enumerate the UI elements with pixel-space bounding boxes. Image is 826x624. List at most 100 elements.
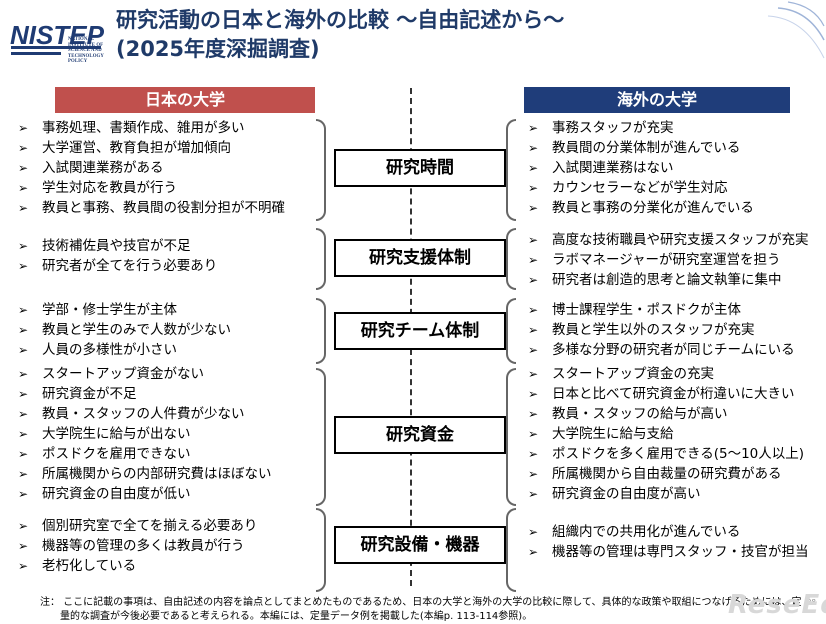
left-brace [316,119,326,221]
arrow-bullet-icon: ➢ [528,545,539,559]
category-box-research-equipment: 研究設備・機器 [334,526,506,564]
list-item: ➢教員間の分業体制が進んでいる [528,140,741,156]
category-box-research-support: 研究支援体制 [334,239,506,277]
arrow-bullet-icon: ➢ [528,253,539,267]
title-line-1: 研究活動の日本と海外の比較 ～自由記述から～ [116,8,565,32]
page-number: 28 [807,598,816,606]
arrow-bullet-icon: ➢ [528,121,539,135]
nistep-logo: NISTEP NATIONAL INSTITUTE OF SCIENCE AND… [8,8,108,66]
list-item: ➢博士課程学生・ポスドクが主体 [528,302,741,318]
category-box-research-team: 研究チーム体制 [334,312,506,350]
list-item: ➢個別研究室で全てを揃える必要あり [18,518,258,534]
arrow-bullet-icon: ➢ [18,367,29,381]
list-item: ➢機器等の管理は専門スタッフ・技官が担当 [528,544,809,560]
list-item: ➢教員と事務の分業化が進んでいる [528,200,754,216]
overseas-list-research-equipment: ➢組織内での共用化が進んでいる ➢機器等の管理は専門スタッフ・技官が担当 [526,522,809,562]
arrow-bullet-icon: ➢ [18,201,29,215]
list-item: ➢教員・スタッフの給与が高い [528,406,728,422]
left-brace [316,508,326,592]
arrow-bullet-icon: ➢ [528,201,539,215]
list-item: ➢人員の多様性が小さい [18,342,177,358]
arrow-bullet-icon: ➢ [528,467,539,481]
arrow-bullet-icon: ➢ [18,239,29,253]
list-item: ➢学部・修士学生が主体 [18,302,177,318]
list-item: ➢入試関連業務はない [528,160,674,176]
overseas-list-research-support: ➢高度な技術職員や研究支援スタッフが充実 ➢ラボマネージャーが研究室運営を担う … [526,230,809,290]
arrow-bullet-icon: ➢ [528,181,539,195]
overseas-list-research-time: ➢事務スタッフが充実 ➢教員間の分業体制が進んでいる ➢入試関連業務はない ➢カ… [526,118,754,218]
list-item: ➢学生対応を教員が行う [18,180,177,196]
left-brace [316,298,326,364]
arrow-bullet-icon: ➢ [528,323,539,337]
arrow-bullet-icon: ➢ [18,427,29,441]
list-item: ➢研究資金の自由度が低い [18,486,191,502]
arrow-bullet-icon: ➢ [18,387,29,401]
right-brace [506,298,516,364]
list-item: ➢技術補佐員や技官が不足 [18,238,191,254]
overseas-list-research-funding: ➢スタートアップ資金の充実 ➢日本と比べて研究資金が桁違いに大きい ➢教員・スタ… [526,364,804,504]
japan-list-research-equipment: ➢個別研究室で全てを揃える必要あり ➢機器等の管理の多くは教員が行う ➢老朽化し… [16,516,257,576]
arrow-bullet-icon: ➢ [18,121,29,135]
watermark-logo: ReseEd [728,590,826,620]
arrow-bullet-icon: ➢ [528,273,539,287]
list-item: ➢研究者が全てを行う必要あり [18,258,218,274]
arrow-bullet-icon: ➢ [528,487,539,501]
arrow-bullet-icon: ➢ [18,181,29,195]
list-item: ➢大学院生に給与が出ない [18,426,191,442]
list-item: ➢大学運営、教育負担が増加傾向 [18,140,231,156]
arrow-bullet-icon: ➢ [528,525,539,539]
arrow-bullet-icon: ➢ [18,259,29,273]
list-item: ➢事務スタッフが充実 [528,120,674,136]
japan-list-research-funding: ➢スタートアップ資金がない ➢研究資金が不足 ➢教員・スタッフの人件費が少ない … [16,364,272,504]
list-item: ➢カウンセラーなどが学生対応 [528,180,728,196]
footnote: 注： ここに記載の事項は、自由記述の内容を論点としてまとめたものであるため、日本… [40,597,802,622]
japan-list-research-time: ➢事務処理、書類作成、雑用が多い ➢大学運営、教育負担が増加傾向 ➢入試関連業務… [16,118,285,218]
list-item: ➢組織内での共用化が進んでいる [528,524,741,540]
arrow-bullet-icon: ➢ [528,367,539,381]
overseas-column-header: 海外の大学 [524,87,790,113]
list-item: ➢教員・スタッフの人件費が少ない [18,406,245,422]
arrow-bullet-icon: ➢ [528,447,539,461]
list-item: ➢機器等の管理の多くは教員が行う [18,538,245,554]
arrow-bullet-icon: ➢ [18,539,29,553]
right-brace [506,119,516,221]
arrow-bullet-icon: ➢ [18,487,29,501]
list-item: ➢ラボマネージャーが研究室運営を担う [528,252,781,268]
arrow-bullet-icon: ➢ [528,427,539,441]
japan-list-research-team: ➢学部・修士学生が主体 ➢教員と学生のみで人数が少ない ➢人員の多様性が小さい [16,300,231,360]
arrow-bullet-icon: ➢ [528,141,539,155]
list-item: ➢スタートアップ資金がない [18,366,204,382]
category-box-research-funding: 研究資金 [334,416,506,454]
japan-column-header: 日本の大学 [55,87,315,113]
list-item: ➢スタートアップ資金の充実 [528,366,714,382]
arrow-bullet-icon: ➢ [18,141,29,155]
arrow-bullet-icon: ➢ [18,343,29,357]
arrow-bullet-icon: ➢ [528,161,539,175]
list-item: ➢老朽化している [18,558,137,574]
arrow-bullet-icon: ➢ [18,303,29,317]
arrow-bullet-icon: ➢ [18,559,29,573]
arrow-bullet-icon: ➢ [18,323,29,337]
right-brace [506,368,516,506]
list-item: ➢多様な分野の研究者が同じチームにいる [528,342,795,358]
decorative-lines [767,1,825,59]
right-brace [506,508,516,592]
arrow-bullet-icon: ➢ [528,387,539,401]
left-brace [316,228,326,290]
logo-mark: NISTEP [10,20,105,50]
list-item: ➢教員と学生のみで人数が少ない [18,322,231,338]
list-item: ➢大学院生に給与支給 [528,426,674,442]
overseas-list-research-team: ➢博士課程学生・ポスドクが主体 ➢教員と学生以外のスタッフが充実 ➢多様な分野の… [526,300,795,360]
list-item: ➢高度な技術職員や研究支援スタッフが充実 [528,232,809,248]
arrow-bullet-icon: ➢ [528,343,539,357]
list-item: ➢教員と事務、教員間の役割分担が不明確 [18,200,285,216]
arrow-bullet-icon: ➢ [18,519,29,533]
list-item: ➢所属機関からの内部研究費はほぼない [18,466,272,482]
logo-subtitle: NATIONAL INSTITUTE OF SCIENCE AND TECHNO… [68,37,104,65]
right-brace [506,228,516,290]
arrow-bullet-icon: ➢ [18,407,29,421]
japan-list-research-support: ➢技術補佐員や技官が不足 ➢研究者が全てを行う必要あり [16,236,217,276]
arrow-bullet-icon: ➢ [528,233,539,247]
list-item: ➢研究者は創造的思考と論文執筆に集中 [528,272,782,288]
list-item: ➢事務処理、書類作成、雑用が多い [18,120,245,136]
